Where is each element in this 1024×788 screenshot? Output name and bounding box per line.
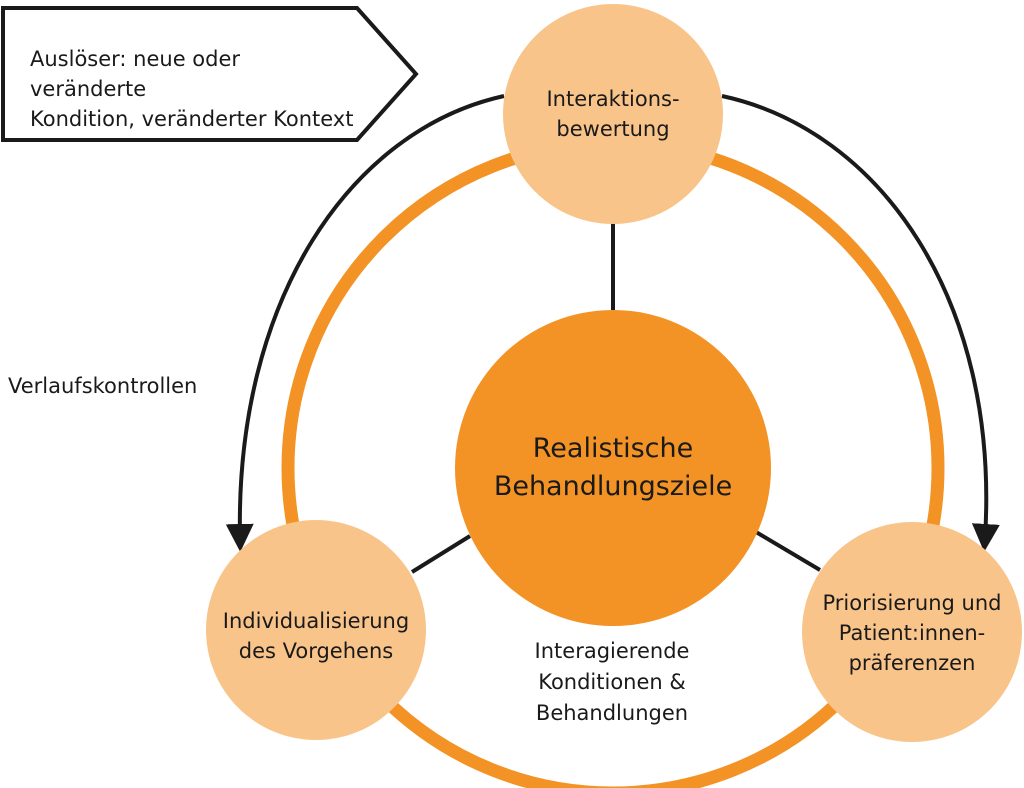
trigger-line-1: Auslöser: neue oder veränderte bbox=[30, 47, 241, 101]
bottom-line-1: Interagierende bbox=[534, 639, 690, 663]
center-line-1: Realistische bbox=[532, 433, 694, 464]
bottom-line-2: Konditionen & bbox=[538, 670, 686, 694]
connector-left bbox=[410, 534, 472, 574]
node-right-line-3: präferenzen bbox=[848, 651, 976, 675]
node-left-circle bbox=[206, 520, 426, 740]
node-right-label: Priorisierung und Patient:innen- präfere… bbox=[804, 588, 1020, 678]
node-right-line-2: Patient:innen- bbox=[838, 621, 986, 645]
node-right-circle bbox=[802, 522, 1022, 742]
center-label: Realistische Behandlungsziele bbox=[455, 430, 771, 506]
node-right-line-1: Priorisierung und bbox=[822, 591, 1002, 615]
trigger-box bbox=[1, 6, 419, 142]
side-label-text: Verlaufskontrollen bbox=[8, 374, 198, 398]
trigger-label: Auslöser: neue oder veränderte Kondition… bbox=[30, 44, 360, 134]
node-left-line-1: Individualisierung bbox=[222, 609, 410, 633]
node-top-line-1: Interaktions- bbox=[546, 87, 680, 111]
bottom-line-3: Behandlungen bbox=[535, 701, 689, 725]
node-top-line-2: bewertung bbox=[556, 117, 670, 141]
center-circle bbox=[455, 310, 771, 626]
side-label: Verlaufskontrollen bbox=[8, 371, 208, 401]
arrow-top-to-right bbox=[721, 94, 1000, 552]
connector-right bbox=[754, 530, 822, 572]
node-top-label: Interaktions- bewertung bbox=[508, 84, 718, 144]
node-top-circle bbox=[503, 4, 723, 224]
node-left-label: Individualisierung des Vorgehens bbox=[206, 606, 426, 666]
center-line-2: Behandlungsziele bbox=[493, 471, 733, 502]
bottom-label: Interagierende Konditionen & Behandlunge… bbox=[512, 636, 712, 729]
node-left-line-2: des Vorgehens bbox=[238, 639, 394, 663]
trigger-line-2: Kondition, veränderter Kontext bbox=[30, 107, 354, 131]
arrow-top-to-left bbox=[225, 94, 505, 552]
